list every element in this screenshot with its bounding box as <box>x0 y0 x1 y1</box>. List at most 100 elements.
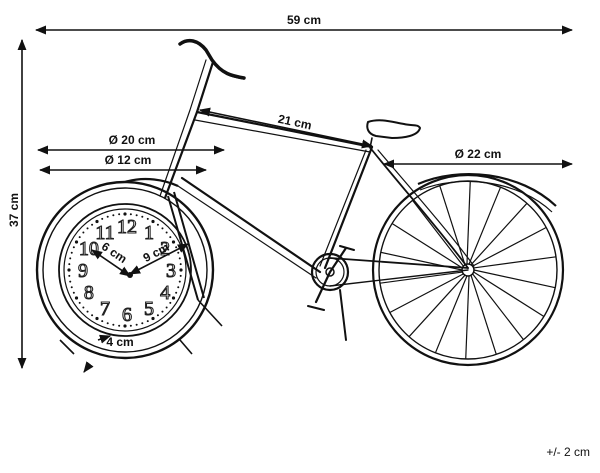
clock-tick <box>101 217 104 220</box>
wheel-spoke <box>380 251 463 271</box>
clock-tick <box>175 246 178 249</box>
frame-length-label: 21 cm <box>277 112 313 133</box>
clock-tick <box>156 314 159 317</box>
clock-tick <box>118 324 121 327</box>
clock-tick <box>179 263 182 266</box>
tolerance-note: +/- 2 cm <box>546 445 590 459</box>
clock-tick <box>161 310 164 313</box>
clock-tick <box>69 257 72 260</box>
clock-tick <box>156 223 159 226</box>
clock-tick <box>151 219 155 224</box>
clock-tick <box>69 280 72 283</box>
clock-face-diameter-label: Ø 12 cm <box>105 153 152 167</box>
wheel-spoke <box>470 275 497 355</box>
total-height-label: 37 cm <box>7 193 21 227</box>
wheel-spoke <box>473 256 557 269</box>
clock-tick <box>175 291 178 294</box>
wheel-spoke <box>468 186 502 265</box>
clock-numeral: 5 <box>144 298 154 320</box>
clock-tick <box>68 263 71 266</box>
clock-tick <box>171 296 176 300</box>
hour-hand-label: 6 cm <box>99 239 130 266</box>
clock-tick <box>72 246 75 249</box>
clock-tick <box>82 306 85 309</box>
clock-tick <box>129 324 132 327</box>
clock-tick <box>70 286 73 289</box>
clock-tick <box>106 322 109 325</box>
clock-numeral: 9 <box>78 260 88 282</box>
clock-tick <box>86 310 89 313</box>
dimension-annotations: 59 cm 37 cm Ø 20 cm Ø 12 cm 21 cm Ø 22 c… <box>7 13 590 459</box>
depth-label: 4 cm <box>106 335 133 349</box>
clock-numeral: 8 <box>84 282 94 304</box>
clock-tick <box>135 214 138 217</box>
wheel-spoke <box>470 202 528 266</box>
clock-case-diameter-label: Ø 20 cm <box>109 133 156 147</box>
clock-tick <box>169 301 172 304</box>
clock-tick <box>179 268 183 272</box>
clock-tick <box>178 280 181 283</box>
rear-wheel <box>371 173 565 367</box>
clock-tick <box>146 320 149 323</box>
wheel-spoke <box>434 275 468 354</box>
wheel-spoke <box>473 269 556 289</box>
clock-tick <box>165 231 168 234</box>
clock-tick <box>106 215 109 218</box>
wheel-spoke <box>472 273 524 340</box>
wheel-spoke <box>466 181 471 265</box>
wheel-spoke <box>473 271 545 317</box>
clock-tick <box>141 215 144 218</box>
clock-numeral: 6 <box>122 304 132 326</box>
clock-tick <box>82 231 85 234</box>
clock-numeral: 11 <box>95 222 114 244</box>
clock-tick <box>179 274 182 277</box>
clock-tick <box>91 223 94 226</box>
wheel-spoke <box>389 273 464 314</box>
clock-tick <box>95 316 99 321</box>
clock-numeral: 1 <box>144 222 154 244</box>
clock-tick <box>169 236 172 239</box>
clock-tick <box>165 306 168 309</box>
clock-tick <box>70 251 73 254</box>
clock-tick <box>112 323 115 326</box>
clock-tick <box>135 323 138 326</box>
clock-numeral: 7 <box>100 298 110 320</box>
clock-tick <box>78 236 81 239</box>
clock-tick <box>129 213 132 216</box>
clock-tick <box>112 214 115 217</box>
clock-tick <box>161 227 164 230</box>
wheel-spoke <box>391 223 463 269</box>
wheel-spoke <box>408 274 466 338</box>
wheel-spoke <box>472 226 547 267</box>
clock-tick <box>91 314 94 317</box>
wheel-spoke <box>439 185 466 265</box>
clock-tick <box>95 219 99 224</box>
total-width-label: 59 cm <box>287 13 321 27</box>
clock-tick <box>67 268 71 272</box>
clock-tick <box>151 316 155 321</box>
clock-tick <box>68 274 71 277</box>
wheel-spoke <box>412 200 464 267</box>
clock-tick <box>177 251 180 254</box>
clock-tick <box>123 324 127 328</box>
clock-tick <box>171 240 176 244</box>
wheel-spoke <box>379 271 463 284</box>
wheel-spoke <box>465 275 470 359</box>
clock-tick <box>118 213 121 216</box>
clock-numeral: 12 <box>117 216 137 238</box>
clock-tick <box>141 322 144 325</box>
rear-wheel-diameter-label: Ø 22 cm <box>455 147 502 161</box>
clock-tick <box>178 257 181 260</box>
wheel-spokes <box>379 181 557 359</box>
clock-tick <box>123 212 127 216</box>
clock-tick <box>101 320 104 323</box>
clock-tick <box>146 217 149 220</box>
clock-tick <box>74 240 79 244</box>
clock-tick <box>78 301 81 304</box>
clock-tick <box>86 227 89 230</box>
clock-tick <box>177 286 180 289</box>
clock-numeral: 3 <box>166 260 176 282</box>
